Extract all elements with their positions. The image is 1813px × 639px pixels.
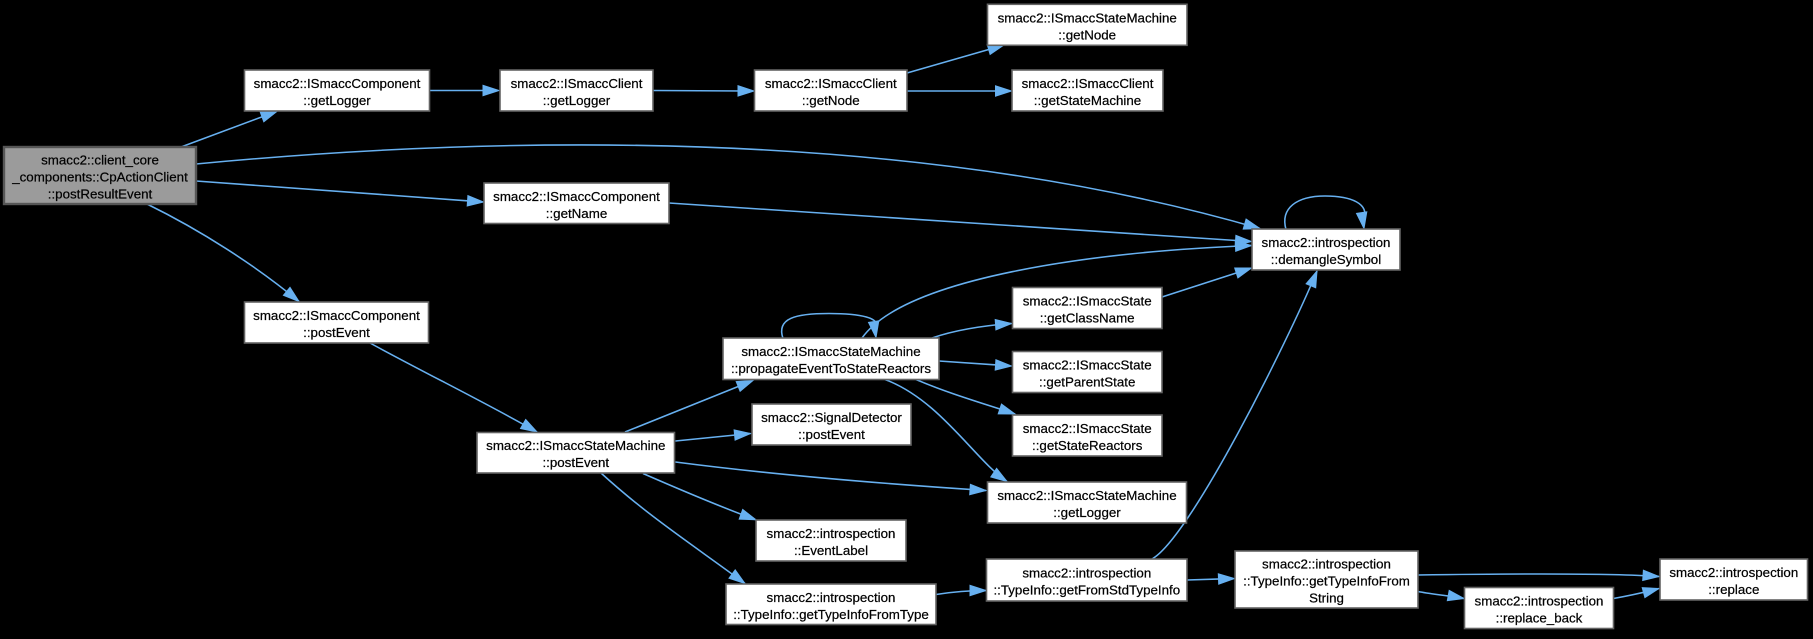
svg-text:::getName: ::getName [546,206,608,221]
svg-text:smacc2::introspection: smacc2::introspection [767,590,896,605]
svg-text:smacc2::introspection: smacc2::introspection [1475,594,1604,609]
svg-text:::postEvent: ::postEvent [542,455,609,470]
svg-text:smacc2::introspection: smacc2::introspection [1262,557,1391,572]
svg-text:::getNode: ::getNode [1058,27,1116,42]
svg-text:smacc2::ISmaccState: smacc2::ISmaccState [1023,358,1152,373]
svg-text:::getLogger: ::getLogger [543,93,611,108]
svg-text:::replace: ::replace [1708,582,1759,597]
svg-text:::TypeInfo::getFromStdTypeInfo: ::TypeInfo::getFromStdTypeInfo [993,583,1180,598]
svg-text:smacc2::ISmaccComponent: smacc2::ISmaccComponent [253,308,420,323]
svg-text:::getStateMachine: ::getStateMachine [1034,93,1141,108]
svg-text:::EventLabel: ::EventLabel [794,543,868,558]
svg-text:smacc2::ISmaccComponent: smacc2::ISmaccComponent [254,76,421,91]
svg-text:smacc2::introspection: smacc2::introspection [1669,565,1798,580]
svg-text:smacc2::ISmaccClient: smacc2::ISmaccClient [765,76,897,91]
svg-text:::getClassName: ::getClassName [1040,311,1135,326]
svg-text:::TypeInfo::getTypeInfoFrom: ::TypeInfo::getTypeInfoFrom [1243,574,1410,589]
svg-text:smacc2::ISmaccStateMachine: smacc2::ISmaccStateMachine [997,488,1176,503]
svg-text:::getLogger: ::getLogger [1053,505,1121,520]
svg-text:smacc2::client_core: smacc2::client_core [41,153,159,168]
svg-text:::postEvent: ::postEvent [798,427,865,442]
svg-text:smacc2::ISmaccState: smacc2::ISmaccState [1023,294,1152,309]
svg-text:::postResultEvent: ::postResultEvent [48,187,153,202]
svg-text:smacc2::introspection: smacc2::introspection [1262,235,1391,250]
svg-text:::getLogger: ::getLogger [303,93,371,108]
svg-text:::demangleSymbol: ::demangleSymbol [1271,252,1381,267]
svg-text:smacc2::introspection: smacc2::introspection [1022,566,1151,581]
svg-text:smacc2::ISmaccStateMachine: smacc2::ISmaccStateMachine [486,438,665,453]
svg-text:::getParentState: ::getParentState [1039,375,1135,390]
svg-text:::postEvent: ::postEvent [303,325,370,340]
svg-text:::getNode: ::getNode [802,93,860,108]
svg-text:::propagateEventToStateReactor: ::propagateEventToStateReactors [731,361,931,376]
svg-text:::replace_back: ::replace_back [1496,611,1583,626]
svg-text:smacc2::ISmaccClient: smacc2::ISmaccClient [1022,76,1154,91]
svg-text:::getStateReactors: ::getStateReactors [1032,438,1143,453]
svg-text:smacc2::ISmaccComponent: smacc2::ISmaccComponent [493,189,660,204]
svg-text:smacc2::ISmaccState: smacc2::ISmaccState [1023,421,1152,436]
svg-text:_components::CpActionClient: _components::CpActionClient [11,170,188,185]
svg-text:smacc2::introspection: smacc2::introspection [767,526,896,541]
svg-text:::TypeInfo::getTypeInfoFromTyp: ::TypeInfo::getTypeInfoFromType [733,607,929,622]
svg-text:smacc2::ISmaccClient: smacc2::ISmaccClient [511,76,643,91]
svg-text:String: String [1309,591,1344,606]
svg-text:smacc2::SignalDetector: smacc2::SignalDetector [761,410,902,425]
svg-text:smacc2::ISmaccStateMachine: smacc2::ISmaccStateMachine [741,344,920,359]
svg-text:smacc2::ISmaccStateMachine: smacc2::ISmaccStateMachine [998,10,1177,25]
